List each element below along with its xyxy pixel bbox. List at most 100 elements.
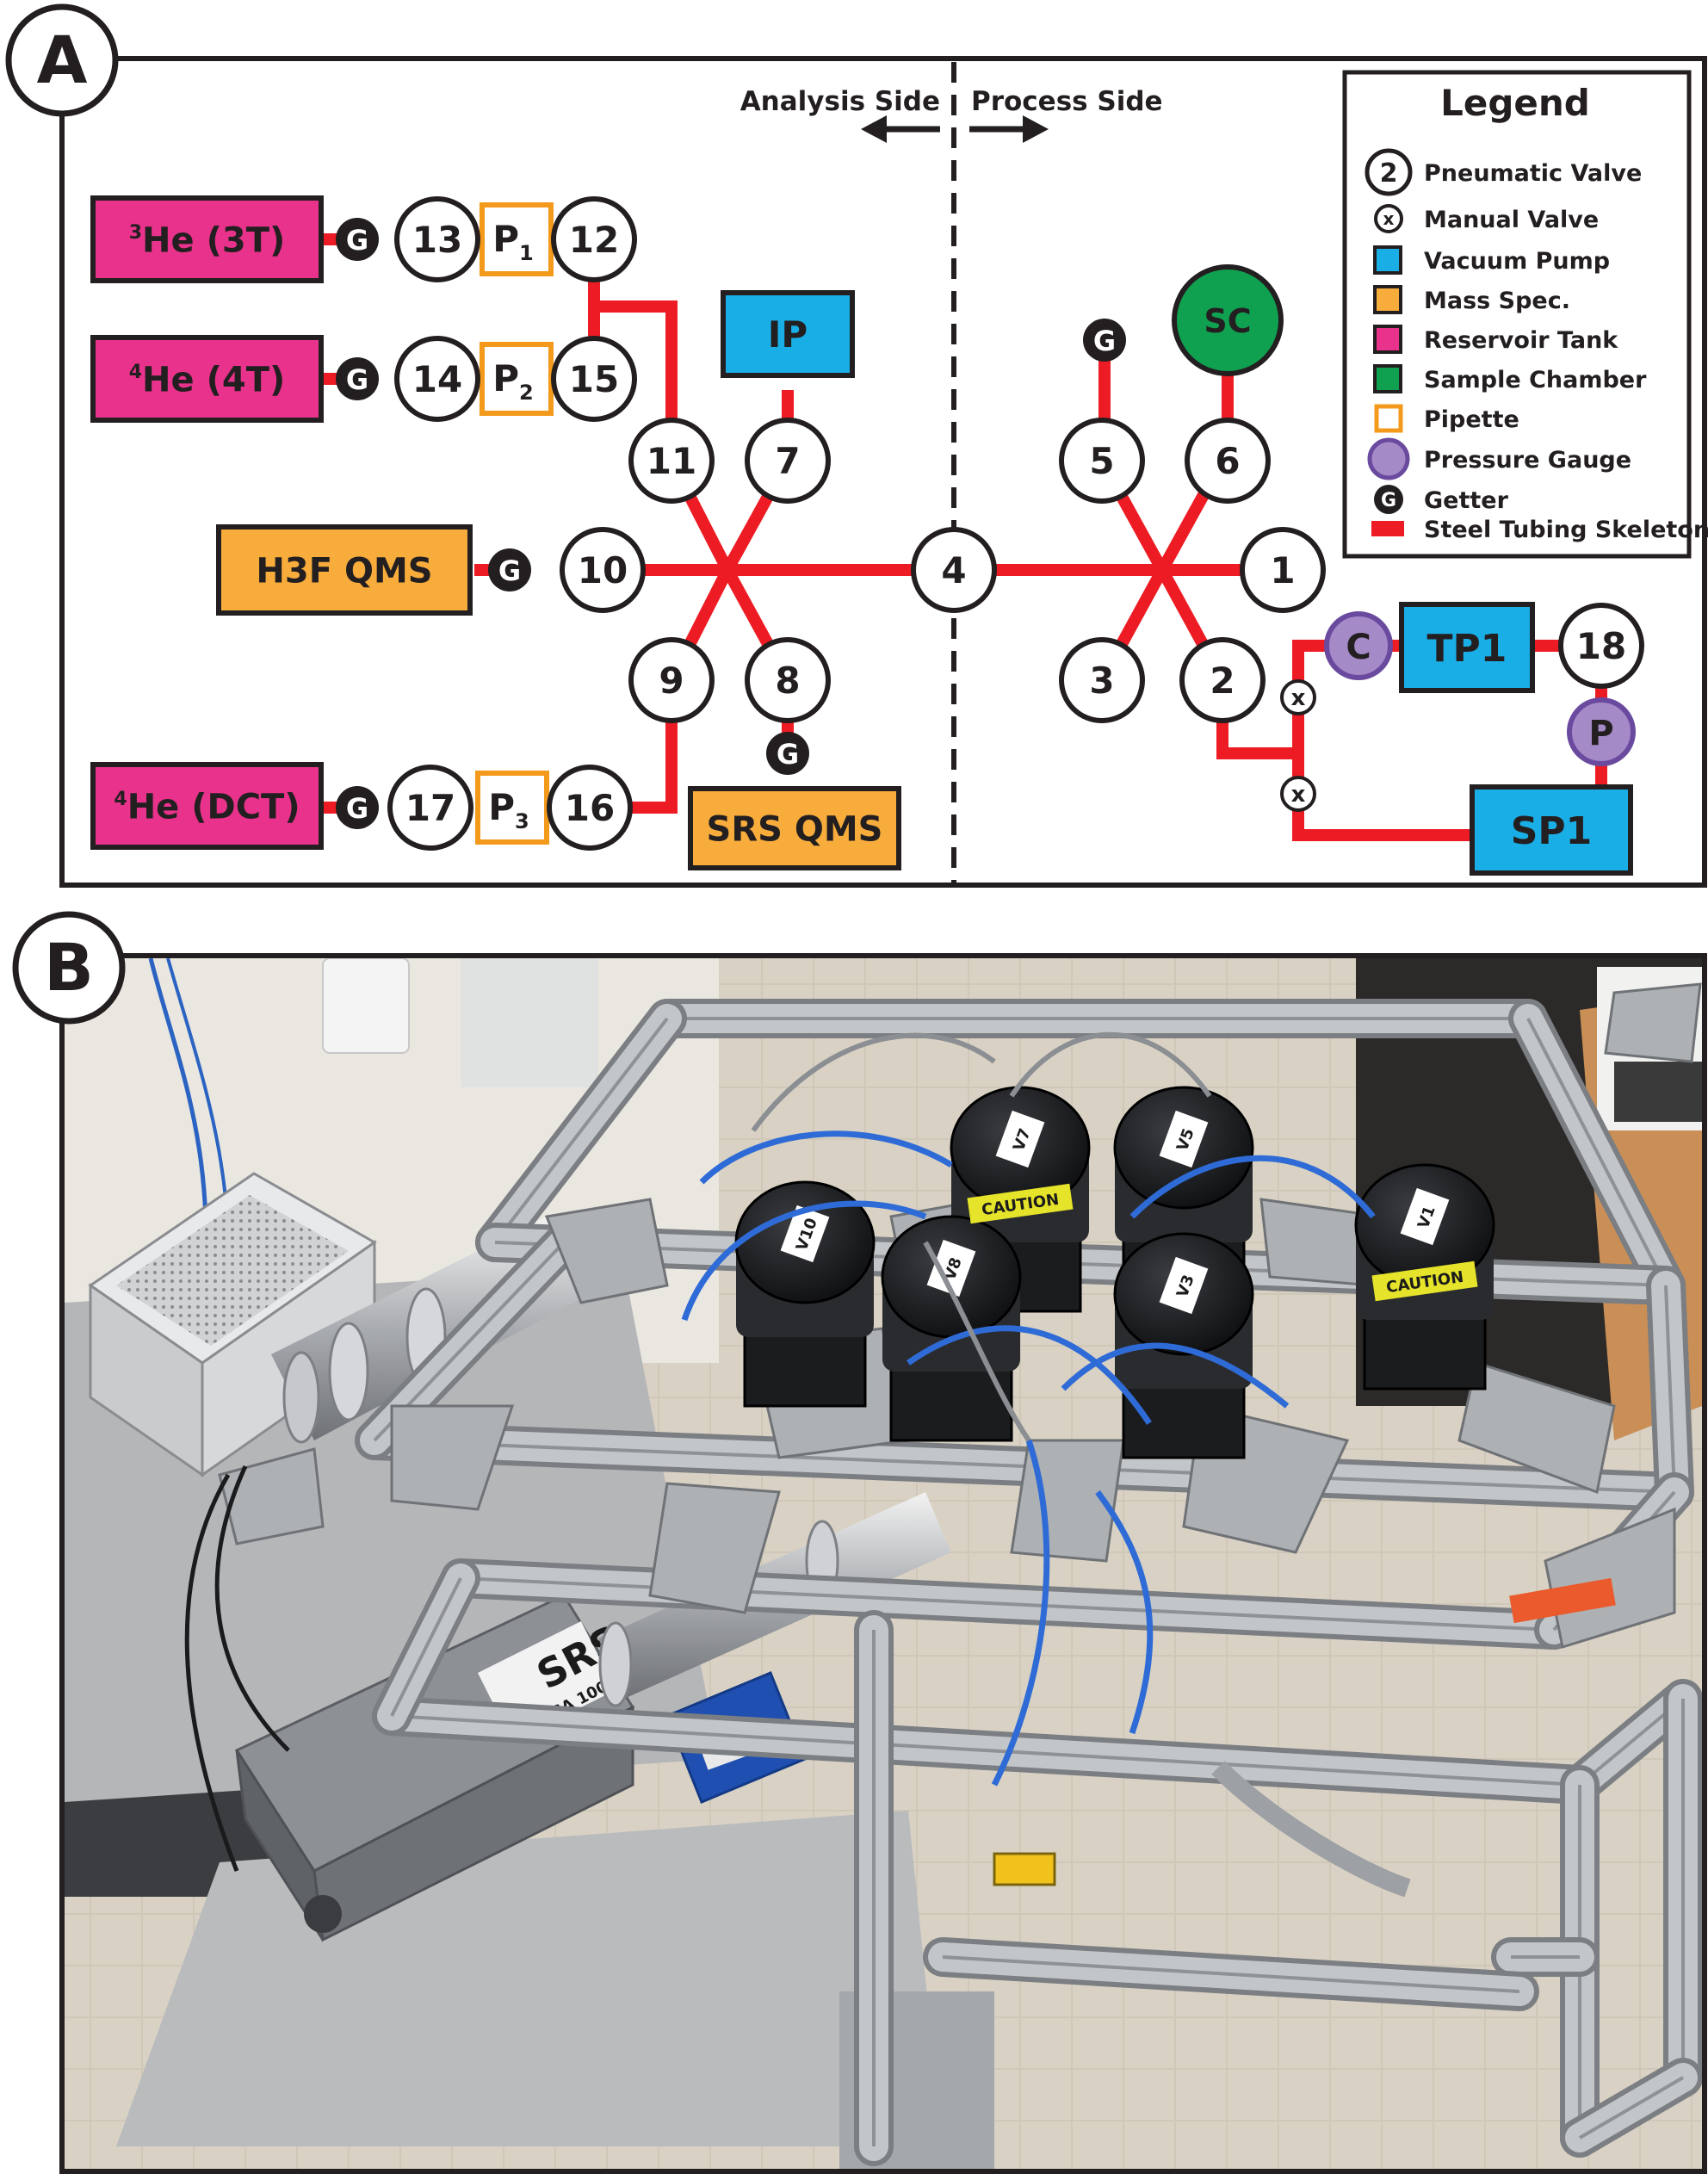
gusset-plate: [544, 1198, 669, 1304]
getter-icon: [1083, 319, 1126, 362]
he4-dct-reservoir-text: He (DCT): [127, 787, 300, 827]
actuator-label-sticker: [1159, 1256, 1209, 1315]
legend-item: Reservoir Tank: [1373, 325, 1618, 354]
pneumatic-valve-v3: 3: [1059, 637, 1145, 723]
legend-label: Vacuum Pump: [1424, 248, 1610, 275]
legend-item: Pipette: [1374, 404, 1519, 433]
frame-rail-slot: [1578, 2076, 1685, 2140]
panel-a-letter: A: [37, 22, 88, 98]
pneumatic-valve-v5: 5: [1059, 418, 1145, 504]
turbo-pump-label: TP1: [1427, 627, 1507, 671]
manual-valve-2: x: [1280, 776, 1316, 812]
pneumatic-valve-v16: 16: [547, 765, 633, 851]
pipette-label: P1: [492, 218, 534, 265]
gusset-plate: [1457, 1361, 1616, 1495]
pneumatic-valve-v1: 1: [1240, 527, 1326, 613]
frame-rail-slot: [493, 1017, 669, 1244]
legend-label: Getter: [1424, 487, 1509, 514]
gusset-plate: [648, 1482, 781, 1614]
yellow-sensor: [993, 1852, 1056, 1886]
legend-swatch: [1373, 285, 1402, 314]
valve-number: 15: [569, 358, 619, 400]
getter-2: G: [336, 357, 379, 400]
legend-title: Legend: [1440, 82, 1590, 124]
valve-circle: [745, 418, 831, 504]
he4-reservoir-label: 4He (4T): [129, 360, 286, 399]
valve-circle: [394, 196, 480, 282]
getter-icon: [336, 357, 379, 400]
valve-circle: [1240, 527, 1326, 613]
pipette-label: P2: [492, 357, 534, 405]
legend-swatch: [1373, 245, 1402, 275]
pneumatic-valve-v10: 10: [560, 527, 646, 613]
analysis-side-label: Analysis Side: [740, 86, 940, 117]
gauge-circle: [1324, 611, 1393, 680]
getter-label: G: [1093, 325, 1116, 357]
legend-tube-swatch: [1371, 521, 1404, 536]
legend-swatch: [1373, 325, 1402, 354]
getter-label: G: [346, 363, 368, 396]
keyboard: [1614, 1062, 1702, 1122]
valve-circle: [1185, 418, 1271, 504]
pneumatic-valve-v6: 6: [1185, 418, 1271, 504]
caution-sticker: CAUTION: [967, 1183, 1074, 1224]
caution-sticker-bg: [1371, 1260, 1478, 1302]
pipette-p1: P1: [480, 202, 554, 276]
getter-3: G: [336, 786, 379, 829]
legend-label: Pneumatic Valve: [1424, 160, 1642, 187]
panel-a: Analysis Side Process Side 3He (3T)4He (…: [5, 3, 1708, 888]
legend-manual-icon: [1374, 204, 1403, 233]
he3-reservoir-label: 3He (3T): [129, 220, 286, 260]
legend-getter-icon: [1374, 485, 1403, 514]
manual-valve-label: x: [1291, 685, 1306, 711]
legend-item: Pressure Gauge: [1367, 437, 1631, 480]
srs-qms-label: SRS QMS: [707, 809, 883, 849]
manual-valve-icon: [1280, 776, 1316, 812]
he3-reservoir-rect: [90, 195, 324, 283]
process-arrow: [969, 115, 1049, 143]
pneumatic-valve-v14: 14: [394, 336, 480, 422]
h3f-qms: H3F QMS: [216, 524, 473, 616]
pressure-gauge-c: C: [1324, 611, 1393, 680]
legend-item: Mass Spec.: [1373, 285, 1570, 314]
pipette-subscript: 2: [519, 381, 534, 405]
frame-rail-slot: [391, 1714, 1581, 1787]
valve-number: 1: [1270, 549, 1295, 591]
valve-circle: [560, 527, 646, 613]
pneumatic-valve-v13: 13: [394, 196, 480, 282]
sample-chamber-circle: [1172, 264, 1284, 376]
actuator-label-sticker: [995, 1110, 1045, 1168]
gauge-label: P: [1588, 714, 1613, 753]
pneumatic-valve-v2: 2: [1179, 637, 1266, 723]
getter-icon: [336, 786, 379, 829]
valve-number: 18: [1576, 625, 1626, 667]
turbo-pump: TP1: [1399, 602, 1535, 693]
pipette-p3: P3: [475, 771, 549, 845]
he4-reservoir-rect: [90, 335, 324, 423]
valve-number: 2: [1210, 660, 1235, 702]
legend-gauge-swatch: [1367, 437, 1410, 480]
legend-label: Mass Spec.: [1424, 288, 1570, 314]
getter-icon: [336, 218, 379, 261]
valve-number: 9: [659, 660, 684, 702]
actuator-label-sticker: [1159, 1110, 1209, 1168]
valve-number: 14: [412, 358, 462, 400]
valve-circle: [1558, 603, 1644, 689]
analysis-arrow: [861, 115, 940, 143]
valve-circle: [1059, 637, 1145, 723]
pneumatic-valve-v8: 8: [745, 637, 831, 723]
pipette-letter: P: [492, 218, 519, 260]
getter-icon: [766, 732, 809, 775]
ion-pump-label: IP: [768, 313, 808, 356]
pneumatic-valve-v17: 17: [387, 765, 473, 851]
valve-circle: [628, 637, 715, 723]
flex-hose: [1211, 1761, 1411, 1898]
acrylic-shield: [461, 958, 598, 1087]
he3-reservoir-superscript: 3: [129, 222, 142, 244]
